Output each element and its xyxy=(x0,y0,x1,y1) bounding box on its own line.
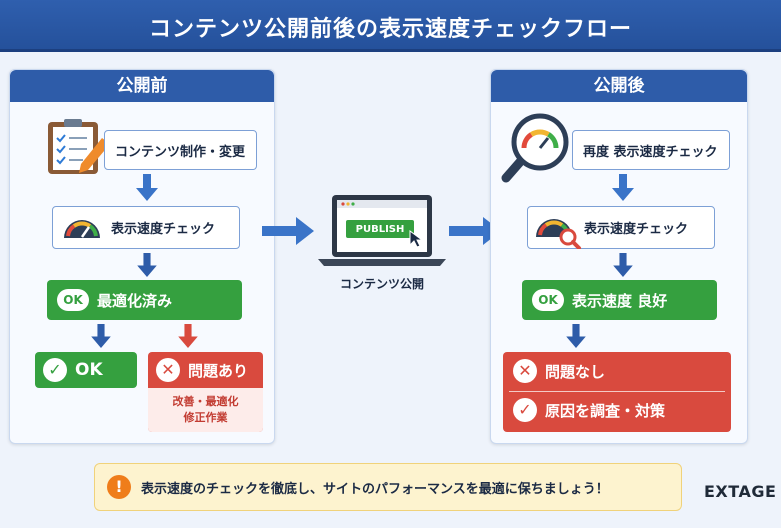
issue-label: 問題あり xyxy=(188,361,249,380)
before-issue-box: ✕ 問題あり 改善・最適化 修正作業 xyxy=(148,352,263,432)
issue-note-improve: 改善・最適化 xyxy=(172,395,239,408)
before-step-speed-check: 表示速度チェック xyxy=(52,206,240,249)
x-circle-icon: ✕ xyxy=(156,358,180,382)
extage-logo: EXTAGE xyxy=(704,482,777,501)
speedometer-icon xyxy=(64,220,100,238)
speedometer-magnifier-icon xyxy=(536,219,581,249)
arrow-down-red-icon xyxy=(178,324,198,348)
optimized-label: 最適化済み xyxy=(97,291,173,310)
after-panel-header: 公開後 xyxy=(491,70,747,102)
laptop-icon xyxy=(318,195,446,266)
title-bar: コンテンツ公開前後の表示速度チェックフロー xyxy=(0,0,781,52)
arrow-down-icon xyxy=(566,324,586,348)
after-result-box: ✕ 問題なし ✓ 原因を調査・対策 xyxy=(503,352,731,432)
ok-label: OK xyxy=(75,360,103,380)
investigate-label: 原因を調査・対策 xyxy=(545,401,666,420)
arrow-down-icon xyxy=(612,174,634,201)
arrow-down-icon xyxy=(91,324,111,348)
x-circle-icon: ✕ xyxy=(513,359,537,383)
clipboard-icon xyxy=(48,119,110,174)
ok-badge: OK xyxy=(532,289,564,311)
note-text: 表示速度のチェックを徹底し、サイトのパフォーマンスを最適に保ちましょう！ xyxy=(141,481,609,497)
arrow-down-icon xyxy=(613,253,633,277)
arrow-right-icon xyxy=(449,217,501,245)
before-optimized-box: OK 最適化済み xyxy=(47,280,242,320)
arrow-down-icon xyxy=(137,253,157,277)
warning-icon: ! xyxy=(107,475,131,499)
ok-badge: OK xyxy=(57,289,89,311)
check-icon: ✓ xyxy=(43,358,67,382)
issue-note-fix: 修正作業 xyxy=(183,411,228,424)
content-publish-caption: コンテンツ公開 xyxy=(339,277,424,291)
before-ok-box: ✓ OK xyxy=(35,352,137,388)
after-good-box: OK 表示速度 良好 xyxy=(522,280,717,320)
arrow-right-icon xyxy=(262,217,314,245)
before-panel-header: 公開前 xyxy=(10,70,274,102)
before-step-content-production: コンテンツ制作・変更 xyxy=(104,130,257,170)
title-underline xyxy=(0,49,781,52)
after-step-recheck: 再度 表示速度チェック xyxy=(572,130,730,170)
speed-good-label: 表示速度 良好 xyxy=(572,291,668,310)
note-banner: ! 表示速度のチェックを徹底し、サイトのパフォーマンスを最適に保ちましょう！ xyxy=(94,463,682,511)
magnifier-speedometer-icon xyxy=(501,113,569,183)
no-issue-label: 問題なし xyxy=(545,362,606,381)
arrow-down-icon xyxy=(136,174,158,201)
check-icon: ✓ xyxy=(513,398,537,422)
page-title: コンテンツ公開前後の表示速度チェックフロー xyxy=(148,17,632,42)
divider xyxy=(509,391,725,392)
publish-button[interactable]: PUBLISH xyxy=(355,224,405,235)
